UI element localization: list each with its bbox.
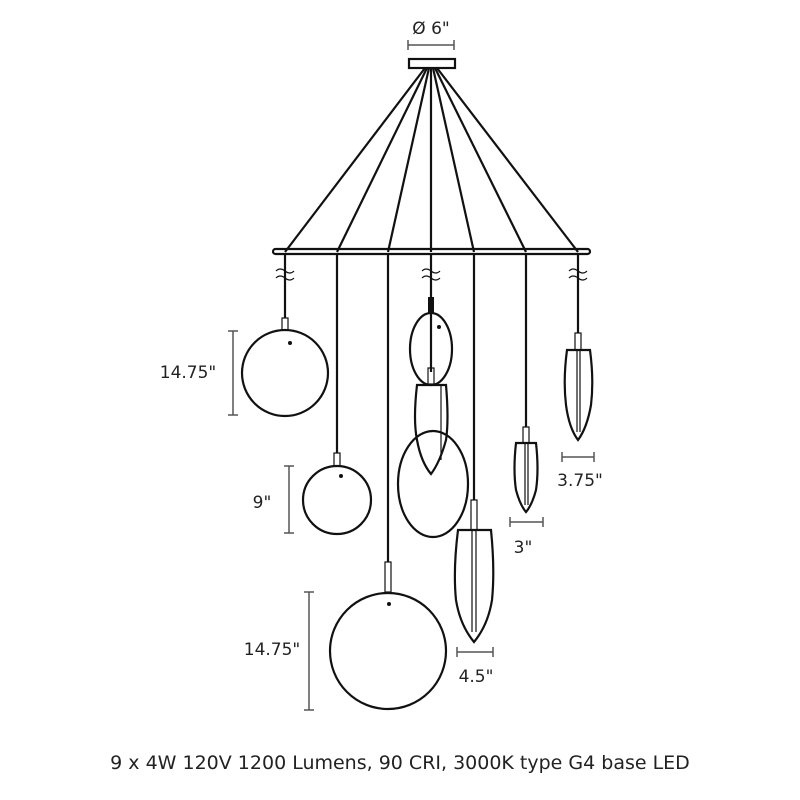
leaf-small-dimension-label: 3" xyxy=(514,538,533,558)
leaf-large-dimension-label: 4.5" xyxy=(459,667,494,687)
pendant-leaf-medium xyxy=(561,254,595,462)
pendant-leaf-large xyxy=(453,254,495,657)
canopy-dimension-label: Ø 6" xyxy=(412,19,449,39)
leaf-shade xyxy=(413,383,449,476)
globe-small-dimension-label: 9" xyxy=(253,493,272,513)
leaf-medium-dimension-label: 3.75" xyxy=(557,471,603,491)
pendant-leaf-small xyxy=(509,254,544,527)
pendant-globe-small xyxy=(284,254,373,536)
ring-shade xyxy=(396,429,470,539)
break-symbol-icon xyxy=(275,268,295,281)
pendant-center-cluster xyxy=(396,254,470,539)
globe-upper-dimension-label: 14.75" xyxy=(160,363,217,383)
canopy xyxy=(407,40,457,70)
break-symbol-icon xyxy=(421,268,441,281)
specs-caption: 9 x 4W 120V 1200 Lumens, 90 CRI, 3000K t… xyxy=(110,752,690,774)
suspension-rods xyxy=(284,67,579,253)
pendant-globe-upper xyxy=(228,254,330,418)
pendant-globe-lower xyxy=(304,254,448,711)
globe-lower-dimension-label: 14.75" xyxy=(244,640,301,660)
break-symbol-icon xyxy=(568,268,588,281)
